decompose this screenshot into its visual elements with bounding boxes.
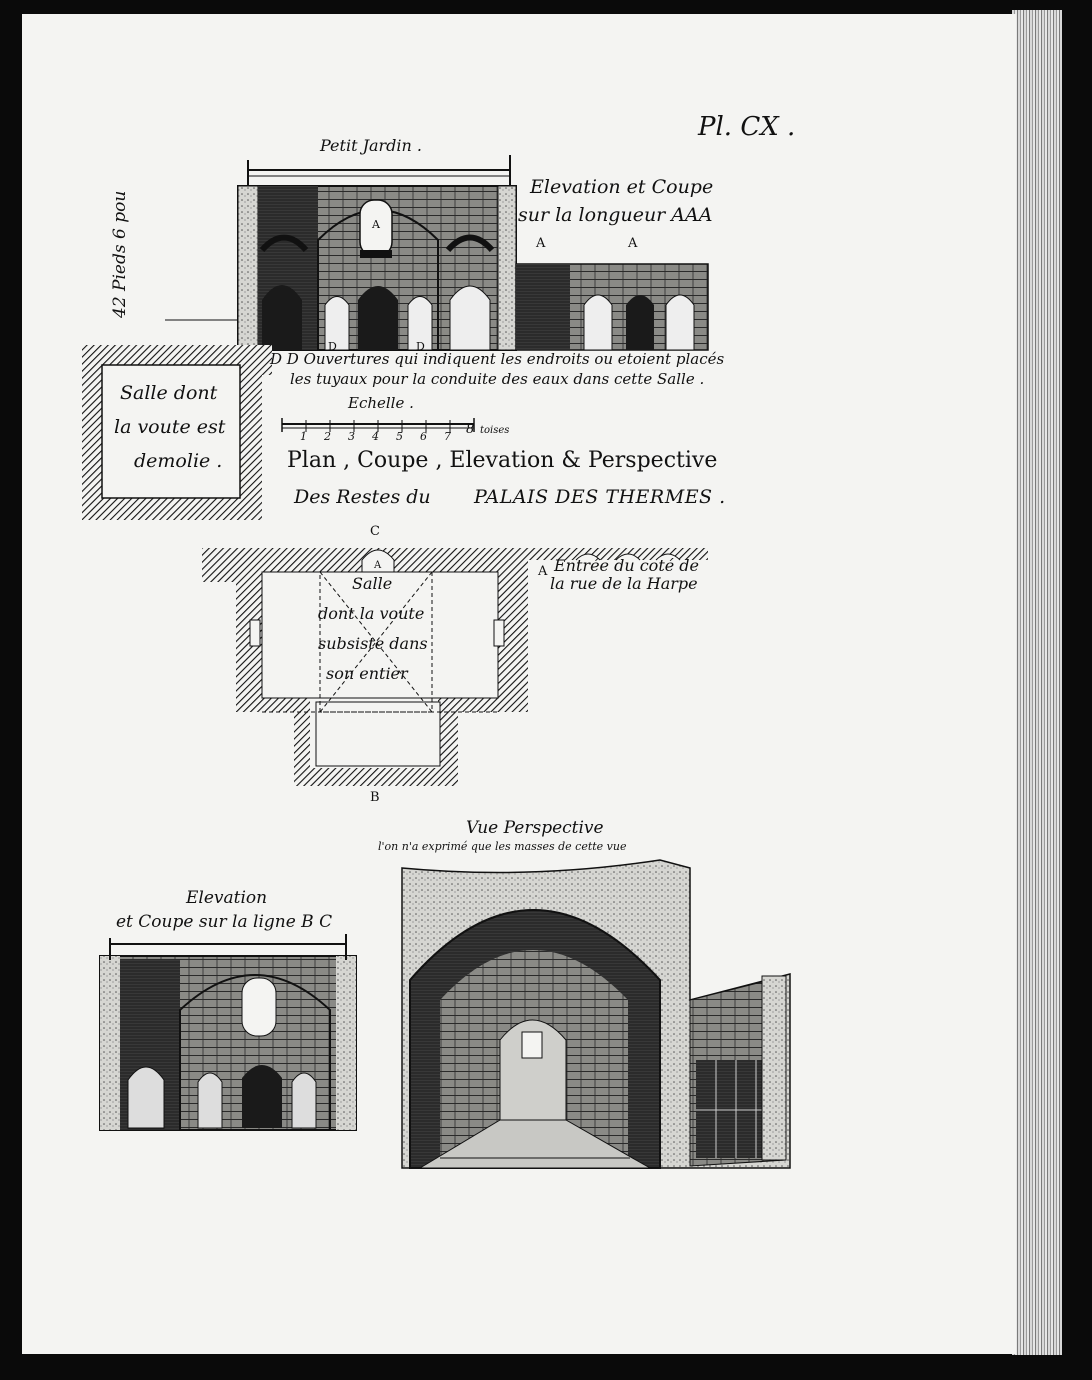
top-elevation-drawing	[165, 155, 709, 351]
marker-a-2: A	[628, 236, 638, 251]
top-elevation-caption-2: sur la longueur AAA	[518, 204, 713, 226]
scale-label: Echelle .	[348, 394, 414, 412]
main-title-line-2-prefix: Des Restes du	[294, 486, 431, 508]
scale-tick-5: 5	[396, 430, 403, 443]
plan-room-line-3: subsiste dans	[318, 634, 428, 653]
entrance-line-2: la rue de la Harpe	[550, 574, 698, 593]
marker-a-1: A	[536, 236, 546, 251]
scale-tick-4: 4	[372, 430, 379, 443]
perspective-title: Vue Perspective	[466, 818, 604, 838]
marker-d-2: D	[416, 340, 425, 353]
side-elevation-drawing	[99, 934, 357, 1131]
plan-marker-a-top: A	[374, 560, 382, 571]
dd-note-line-1: D D Ouvertures qui indiquent les endroit…	[270, 350, 725, 368]
perspective-subtitle: l'on n'a exprimé que les masses de cette…	[378, 840, 627, 853]
plan-marker-b: B	[370, 790, 380, 805]
scale-tick-8: 8	[466, 422, 475, 437]
plan-room-line-1: Salle	[352, 574, 393, 593]
dd-note-line-2: les tuyaux pour la conduite des eaux dan…	[290, 370, 705, 388]
demolished-room-line-1: Salle dont	[120, 382, 218, 404]
top-elevation-caption-1: Elevation et Coupe	[530, 176, 714, 198]
scale-tick-1: 1	[300, 430, 307, 443]
perspective-view-drawing	[401, 859, 791, 1169]
scale-tick-6: 6	[420, 430, 427, 443]
entrance-line-1: Entrée du coté de	[554, 556, 700, 575]
side-elevation-line-1: Elevation	[186, 888, 268, 908]
book-page-edges	[1012, 10, 1062, 1355]
scale-bar	[281, 418, 475, 432]
height-note: 42 Pieds 6 pou	[110, 190, 130, 318]
main-title-line-1: Plan , Coupe , Elevation & Perspective	[287, 448, 718, 473]
plan-room-line-2: dont la voute	[318, 604, 425, 623]
entrance-marker-a: A	[538, 564, 548, 579]
plan-room-line-4: son entier	[326, 664, 408, 683]
scale-tick-3: 3	[348, 430, 355, 443]
main-title-line-2-emphasis: PALAIS DES THERMES .	[474, 486, 726, 508]
plate-number: Pl. CX .	[698, 112, 796, 142]
demolished-room-plan	[82, 345, 272, 520]
side-elevation-line-2: et Coupe sur la ligne B C	[116, 912, 333, 932]
marker-a-window: A	[372, 218, 380, 231]
marker-d-1: D	[328, 340, 337, 353]
demolished-room-line-2: la voute est	[114, 416, 226, 438]
ground-plan-drawing	[202, 548, 708, 786]
petit-jardin-label: Petit Jardin .	[320, 136, 423, 155]
scale-unit: toises	[480, 425, 510, 436]
plan-marker-c: C	[370, 524, 380, 539]
demolished-room-line-3: demolie .	[134, 450, 223, 472]
scale-tick-2: 2	[324, 430, 331, 443]
scale-tick-7: 7	[444, 430, 451, 443]
